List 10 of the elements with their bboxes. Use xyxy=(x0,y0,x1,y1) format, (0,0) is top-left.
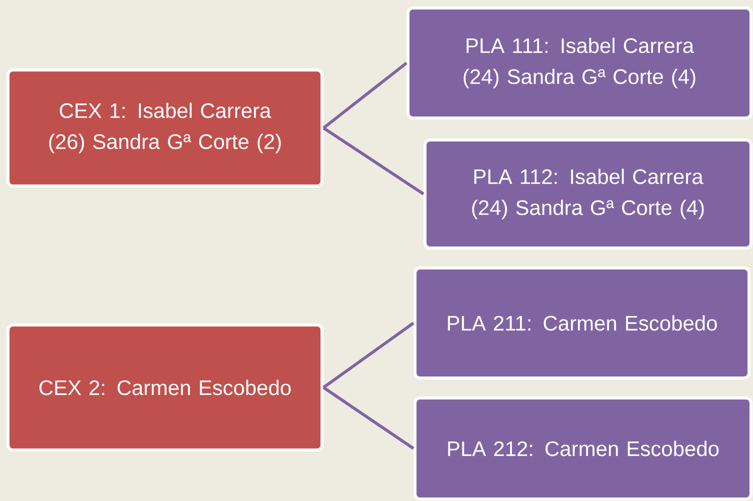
connector-line xyxy=(322,126,424,196)
task-box: PLA 112: Isabel Carrera (24) Sandra Gª Corte (4) xyxy=(424,138,752,250)
task-box: PLA 212: Carmen Escobedo xyxy=(414,396,752,500)
connector-line xyxy=(322,62,408,130)
task-box: PLA 111: Isabel Carrera (24) Sandra Gª Corte (4) xyxy=(406,6,752,120)
task-box: PLA 211: Carmen Escobedo xyxy=(414,266,750,380)
connector-line xyxy=(322,386,414,450)
connector-line xyxy=(322,322,414,389)
process-box: CEX 2: Carmen Escobedo xyxy=(6,324,324,452)
process-box: CEX 1: Isabel Carrera (26) Sandra Gª Corte (2) xyxy=(6,68,324,188)
